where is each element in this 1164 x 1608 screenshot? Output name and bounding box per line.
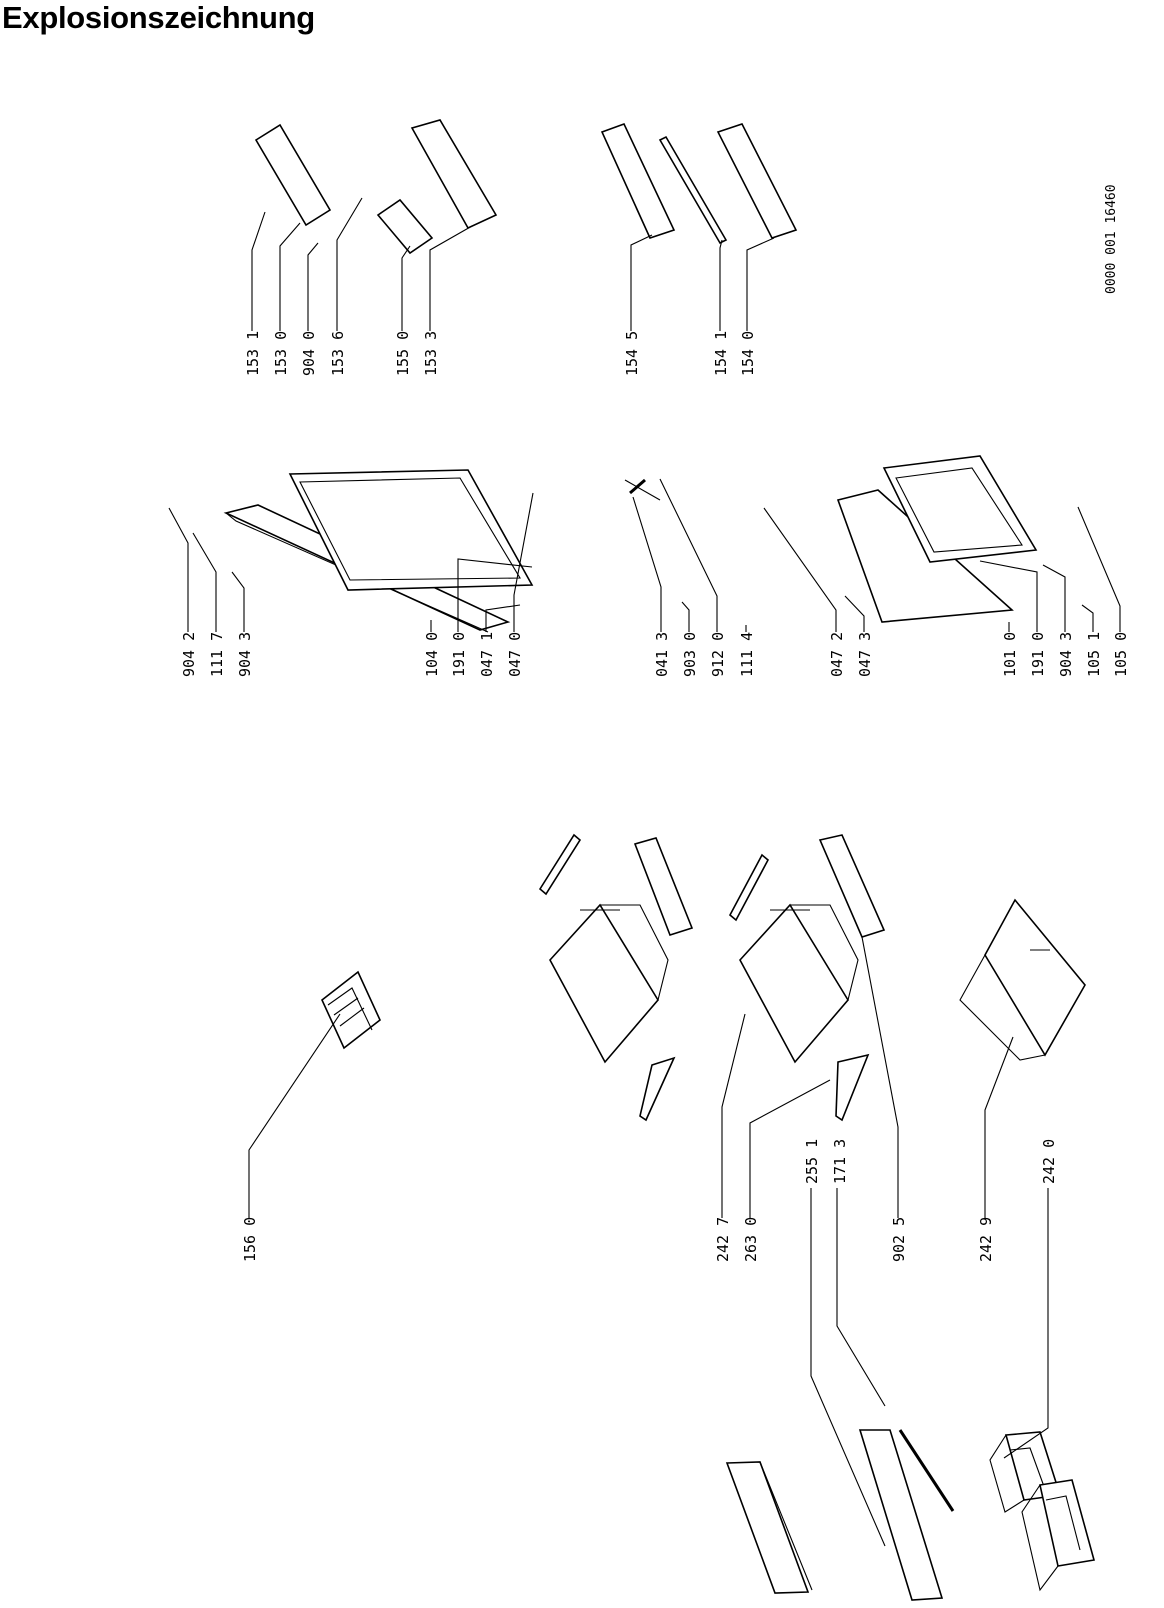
callout-191-0a: 191 0 (450, 632, 468, 677)
callout-153-1: 153 1 (244, 331, 262, 376)
callout-154-0: 154 0 (739, 331, 757, 376)
crisper-drawer-upper-drawing (549, 903, 669, 1064)
door-gasket-191-lower-drawing (882, 455, 1038, 563)
ice-tray-156-drawing (321, 970, 381, 1050)
callout-904-2: 904 2 (180, 632, 198, 677)
callout-154-5: 154 5 (623, 331, 641, 376)
callout-101-0: 101 0 (1001, 632, 1019, 677)
callout-912-0: 912 0 (709, 632, 727, 677)
callout-904-3a: 904 3 (236, 632, 254, 677)
callout-904-3b: 904 3 (1057, 632, 1075, 677)
glass-shelf-upper-drawing (725, 1461, 813, 1594)
vegetable-drawer-large-drawing (959, 898, 1086, 1061)
crisper-rail-upper-left-drawing (538, 833, 582, 896)
callout-047-2: 047 2 (828, 632, 846, 677)
callout-902-5: 902 5 (890, 1217, 908, 1262)
callout-104-0: 104 0 (423, 632, 441, 677)
callout-171-3: 171 3 (831, 1139, 849, 1184)
callout-047-1: 047 1 (478, 632, 496, 677)
callout-111-4: 111 4 (738, 632, 756, 677)
drawing-number: 0000 001 16460 (1104, 184, 1119, 294)
callout-155-0: 155 0 (394, 331, 412, 376)
callout-105-1: 105 1 (1085, 632, 1103, 677)
callout-105-0: 105 0 (1112, 632, 1130, 677)
door-balcony-153-3-drawing (410, 119, 498, 230)
egg-tray-155-drawing (376, 198, 434, 255)
callout-904-0: 904 0 (300, 331, 318, 376)
callout-047-0: 047 0 (506, 632, 524, 677)
callout-255-1: 255 1 (803, 1139, 821, 1184)
callout-903-0: 903 0 (681, 632, 699, 677)
fridge-door-101-drawing (836, 489, 1014, 623)
crisper-small-drawer-lower-drawing (1021, 1479, 1096, 1592)
callout-153-0: 153 0 (272, 331, 290, 376)
door-balcony-154-0-drawing (716, 123, 798, 239)
door-balcony-154-5-drawing (600, 122, 676, 239)
callout-263-0: 263 0 (742, 1217, 760, 1262)
callout-242-0: 242 0 (1040, 1139, 1058, 1184)
page-title: Explosionszeichnung (2, 0, 315, 35)
callout-111-7: 111 7 (208, 632, 226, 677)
callout-047-3: 047 3 (856, 632, 874, 677)
callout-041-3: 041 3 (653, 632, 671, 677)
crisper-rail-upper-right-drawing (639, 1056, 676, 1122)
crisper-rail-lower-right-drawing (835, 1053, 870, 1122)
callout-242-7: 242 7 (714, 1217, 732, 1262)
crisper-drawer-lower-drawing (739, 903, 859, 1064)
callout-153-3: 153 3 (422, 331, 440, 376)
crisper-rail-lower-left-drawing (728, 853, 770, 922)
balcony-rail-154-1-drawing (658, 135, 728, 245)
callout-156-0: 156 0 (241, 1217, 259, 1262)
egg-box-holder-153-drawing (254, 123, 332, 227)
callout-154-1: 154 1 (712, 331, 730, 376)
crisper-cover-upper-drawing (633, 837, 694, 936)
crisper-cover-lower-drawing (818, 834, 886, 938)
door-hinge-pins-drawing (624, 478, 661, 501)
leader-lines (168, 197, 1121, 1547)
callout-191-0b: 191 0 (1029, 632, 1047, 677)
glass-shelf-lower-drawing (858, 1429, 955, 1601)
door-gasket-191-upper-drawing (288, 469, 534, 591)
callout-153-6: 153 6 (329, 331, 347, 376)
callout-242-9: 242 9 (977, 1217, 995, 1262)
